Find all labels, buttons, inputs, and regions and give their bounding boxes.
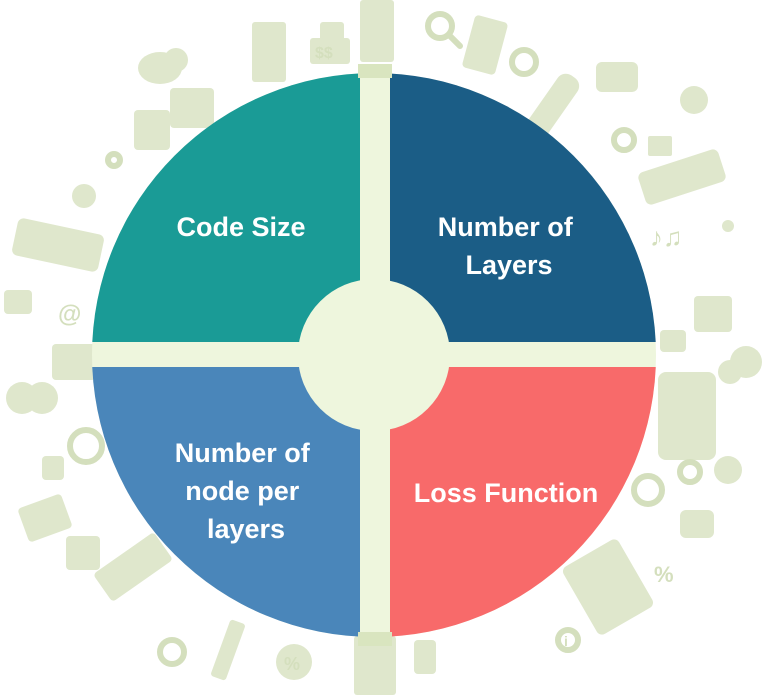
label-line: node per [185, 476, 300, 506]
percent-icon: % [284, 654, 300, 674]
pencil-icon [211, 619, 245, 681]
label-node-per-layers: Number of node per layers [175, 438, 318, 544]
gear-icon [509, 47, 539, 77]
label-line: layers [207, 514, 285, 544]
coffee-icon [42, 456, 64, 480]
gear-icon [157, 637, 187, 667]
dollar-sign-text: $$ [315, 45, 333, 62]
settings-icon [105, 151, 123, 169]
cloud-icon-part [164, 48, 188, 72]
label-loss-function: Loss Function [414, 478, 599, 508]
camera-icon [72, 184, 96, 208]
building-icon [354, 636, 396, 695]
wrench-icon [524, 73, 580, 141]
download-icon [648, 136, 672, 156]
info-icon [555, 627, 581, 653]
drop-icon [722, 220, 734, 232]
film-reel-icon [631, 473, 665, 507]
label-line: Code Size [176, 212, 305, 242]
label-number-of-layers: Number of Layers [438, 212, 581, 280]
percent-icon: % [654, 562, 674, 587]
magnifier-icon [425, 11, 455, 41]
coins-icon [714, 456, 742, 484]
music-note-icon: ♪♫ [650, 222, 683, 252]
chip-icon [462, 15, 508, 75]
thumbs-up-icon [660, 330, 686, 352]
chat-icon [596, 62, 638, 92]
monitor-icon [170, 88, 214, 128]
calendar-icon [66, 536, 100, 570]
label-code-size: Code Size [176, 212, 305, 242]
stopwatch-icon [677, 459, 703, 485]
box-icon [134, 110, 170, 150]
background-icon-ring: $$ ♪♫ % [4, 0, 762, 695]
bottom-tab [358, 632, 392, 646]
skyscraper-icon [252, 22, 286, 82]
top-tab [358, 64, 392, 78]
magnifier-handle [446, 32, 463, 49]
arrow-icon [4, 290, 32, 314]
cloud-icon [680, 86, 708, 114]
film-reel-icon [67, 427, 105, 465]
heart-icon-part [26, 382, 58, 414]
remote-icon [12, 218, 104, 272]
hand-icon [658, 372, 716, 460]
at-icon: @ [58, 301, 81, 328]
cloud-icon-part [718, 360, 742, 384]
money-icon [310, 38, 350, 64]
label-line: Number of [175, 438, 311, 468]
phone-icon [414, 640, 436, 674]
label-line: Layers [465, 250, 552, 280]
quadrant-nodes-per-layer [92, 367, 360, 637]
keyboard-icon [52, 344, 96, 380]
remote-icon [638, 149, 726, 205]
label-line: Number of [438, 212, 574, 242]
quadrant-code-size [92, 73, 360, 342]
info-symbol-text: i [564, 633, 568, 649]
quadrant-number-of-layers [390, 73, 656, 342]
percent-badge-icon [276, 644, 312, 680]
label-line: Loss Function [414, 478, 599, 508]
puzzle-icon [694, 296, 732, 332]
ruler-icon [94, 533, 172, 601]
clock-icon [611, 127, 637, 153]
center-hub [298, 279, 450, 431]
building-icon [360, 0, 394, 62]
device-icon [18, 494, 72, 542]
chat-icon [680, 510, 714, 538]
remote-icon [562, 539, 654, 635]
